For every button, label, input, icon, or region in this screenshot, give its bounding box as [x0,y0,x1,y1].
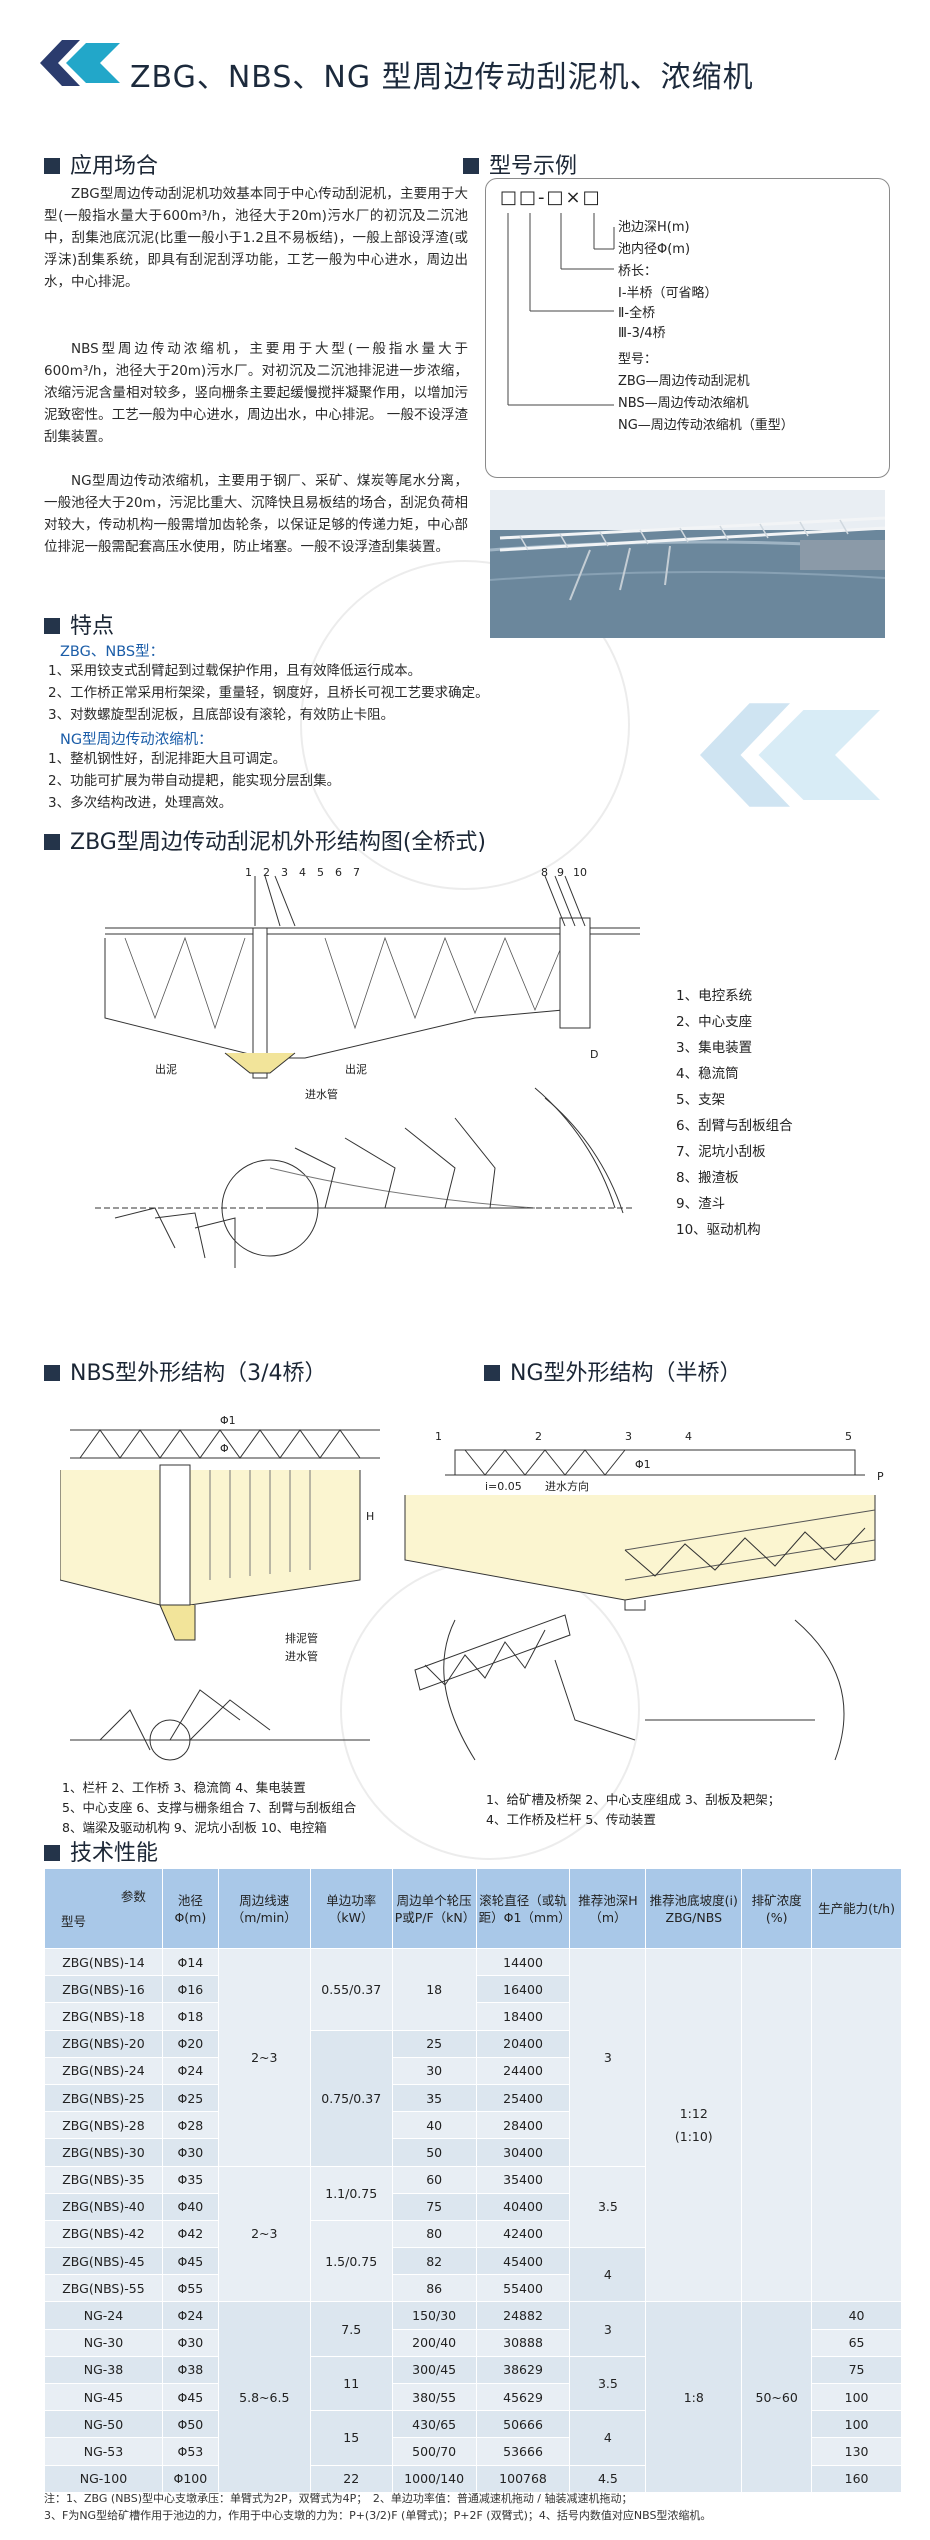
decor-logo-icon [700,703,880,807]
svg-text:P: P [877,1470,884,1483]
tech-heading: 技术性能 [44,1835,158,1867]
svg-text:4: 4 [685,1430,692,1443]
header-param-model: 参数型号 [44,1868,163,1949]
application-paragraph-2: NBS型周边传动浓缩机，主要用于大型(一般指水量大于600m³/h，池径大于20… [44,341,468,445]
ng-structure-diagram: 1 2 3 4 5 Φ1 i=0.05 进水方向 P [404,1430,884,1761]
svg-text:9: 9 [557,868,564,879]
svg-text:进水管: 进水管 [305,1087,338,1101]
ng-heading: NG型外形结构（半桥） [484,1355,742,1387]
features-group2: 1、整机钢性好，刮泥排距大且可调定。 2、功能可扩展为带自动提耙，能实现分层刮集… [48,751,341,811]
features-group1-title: ZBG、NBS型： [60,644,165,660]
svg-text:Φ: Φ [220,1442,229,1455]
application-heading: 应用场合 [44,148,158,180]
svg-text:出泥: 出泥 [155,1062,177,1076]
svg-text:7: 7 [353,868,360,879]
features-group2-title: NG型周边传动浓缩机： [60,732,213,748]
svg-text:Φ1: Φ1 [635,1458,651,1471]
nbs-heading: NBS型外形结构（3/4桥） [44,1355,327,1387]
svg-text:出泥: 出泥 [345,1062,367,1076]
svg-text:3: 3 [625,1430,632,1443]
ng-captions: 1、给矿槽及桥架 2、中心支座组成 3、刮板及耙架；4、工作桥及栏杆 5、传动装… [486,1792,781,1827]
svg-text:H: H [366,1510,374,1523]
application-paragraph-1: ZBG型周边传动刮泥机功效基本同于中心传动刮泥机，主要用于大型(一般指水量大于6… [44,186,468,290]
svg-text:8: 8 [541,868,548,879]
features-group1: 1、采用铰支式刮臂起到过载保护作用，且有效降低运行成本。 2、工作桥正常采用桁架… [48,663,489,723]
svg-text:5: 5 [845,1430,852,1443]
model-code: □□-□×□ [500,187,602,208]
model-leader-lines [507,213,615,406]
zbg-heading: ZBG型周边传动刮泥机外形结构图(全桥式) [44,824,486,856]
svg-text:1: 1 [435,1430,442,1443]
watermark [300,560,630,890]
svg-text:3: 3 [281,868,288,879]
svg-text:2: 2 [263,868,270,879]
zbg-num-1: 1 [245,868,252,879]
svg-text:6: 6 [335,868,342,879]
svg-text:D: D [590,1048,598,1061]
features-heading: 特点 [44,608,114,640]
svg-text:排泥管: 排泥管 [285,1631,318,1645]
svg-text:2: 2 [535,1430,542,1443]
application-paragraph-3: NG型周边传动浓缩机，主要用于钢厂、采矿、煤炭等尾水分离，一般池径大于20m，污… [44,473,468,555]
svg-text:5: 5 [317,868,324,879]
spec-table: 参数型号 池径Φ(m) 周边线速（m/min） 单边功率（kW） 周边单个轮压P… [44,1868,902,2493]
model-example-box: □□-□×□ 池边深H(m) 池内径Φ(m) 桥长： Ⅰ-半桥（可省略） Ⅱ-全… [485,178,890,478]
svg-text:Φ1: Φ1 [220,1414,236,1427]
svg-text:i=0.05: i=0.05 [485,1480,522,1493]
svg-text:10: 10 [573,868,587,879]
zbg-structure-diagram: 1 2 3 4 5 6 7 8 9 10 出泥 出泥 进水管 D [95,868,640,1268]
model-heading: 型号示例 [463,148,577,180]
svg-text:进水管: 进水管 [285,1649,318,1663]
page-title: ZBG、NBS、NG 型周边传动刮泥机、浓缩机 [130,60,754,95]
company-logo [40,40,120,86]
svg-text:进水方向: 进水方向 [545,1479,589,1493]
nbs-structure-diagram: Φ1 Φ 排泥管 进水管 H [60,1414,380,1761]
svg-text:4: 4 [299,868,306,879]
table-notes: 注：1、ZBG (NBS)型中心支墩承压：单臂式为2P，双臂式为4P； 2、单边… [44,2492,712,2522]
product-photo [490,490,885,638]
